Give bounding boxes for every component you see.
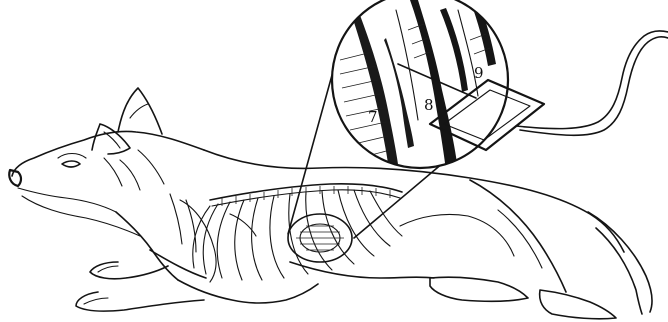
- rib-cage: [180, 184, 402, 282]
- dog-tail: [588, 212, 652, 312]
- dog-ear-back: [118, 88, 162, 134]
- dog-nose: [9, 170, 21, 186]
- rib: [235, 200, 244, 280]
- probe-cable: [520, 37, 668, 135]
- magnified-inset: 7 8 9: [332, 0, 508, 180]
- rib: [270, 196, 284, 278]
- dog-drawing: [9, 88, 652, 319]
- rib: [252, 198, 262, 280]
- dog-throat: [116, 212, 178, 280]
- layer-label-7: 7: [368, 108, 378, 126]
- rib: [370, 191, 402, 236]
- dog-hind-paw: [430, 277, 528, 301]
- rib: [354, 190, 390, 246]
- layer-label-9: 9: [474, 64, 484, 82]
- rib: [306, 192, 332, 270]
- dog-front-paw-2: [76, 292, 204, 311]
- dog-eye: [62, 161, 80, 167]
- dog-belly: [290, 262, 434, 278]
- dog-mouth: [18, 188, 116, 212]
- dog-front-leg: [178, 280, 318, 303]
- rib: [217, 202, 230, 278]
- layer-label-8: 8: [424, 96, 434, 114]
- dog-lower-jaw: [22, 196, 140, 236]
- dog-ear-front: [92, 124, 130, 154]
